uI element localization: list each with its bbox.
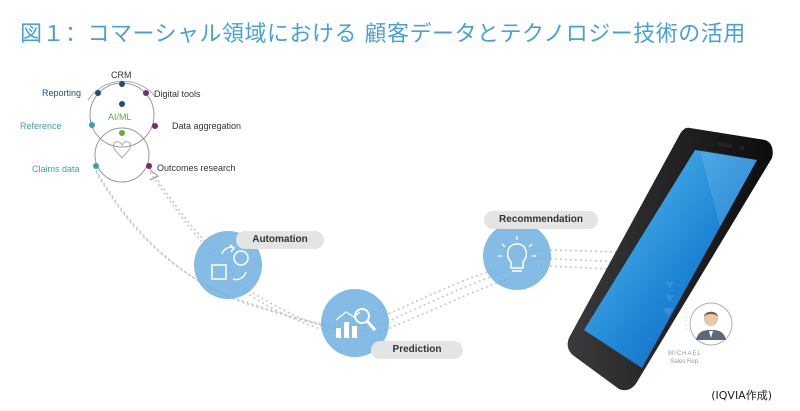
label-digital-tools: Digital tools <box>154 89 201 99</box>
label-crm: CRM <box>111 70 132 80</box>
lightbulb-icon <box>506 243 528 269</box>
phone-screen <box>584 150 757 368</box>
automation-circle-icon <box>233 250 249 266</box>
label-data-aggregation: Data aggregation <box>172 121 242 131</box>
figure-title: 図１：コマーシャル領域における 顧客データとテクノロジー技術の活用 <box>20 22 746 47</box>
label-reference: Reference <box>20 121 62 131</box>
label-reporting: Reporting <box>42 88 82 98</box>
prediction-label: Prediction <box>371 341 463 359</box>
automation-square-icon <box>211 264 227 280</box>
recommendation-node <box>483 222 551 290</box>
smartphone-graphic <box>567 127 773 391</box>
label-outcomes-research: Outcomes research <box>157 163 236 173</box>
label-claims-data: Claims data <box>32 164 80 174</box>
rep-name: MICHAEL <box>668 351 702 357</box>
avatar <box>689 302 733 346</box>
source-credit: (IQVIA作成) <box>711 389 772 402</box>
prediction-node <box>321 289 389 357</box>
heart-icon <box>112 141 132 159</box>
label-ai-ml: AI/ML <box>108 112 132 122</box>
data-cycle <box>87 80 159 183</box>
automation-label: Automation <box>236 231 324 249</box>
recommendation-label: Recommendation <box>484 211 598 229</box>
rep-role: Sales Rep. <box>670 359 700 365</box>
